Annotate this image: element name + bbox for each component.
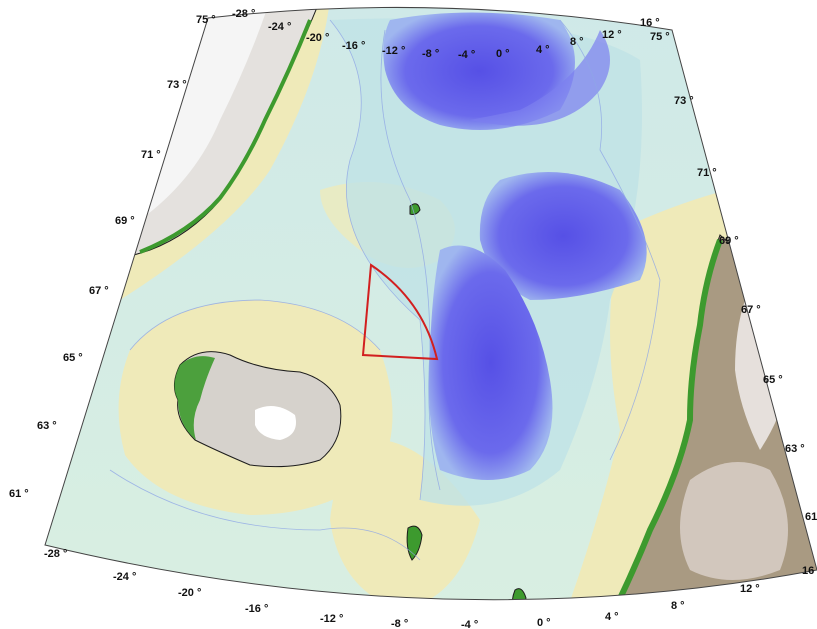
lon-label-bottom: 12 ° <box>740 583 760 595</box>
lon-label-top: 0 ° <box>496 48 510 60</box>
depth-contours <box>109 19 661 561</box>
study-area-outline <box>361 263 439 361</box>
lon-label-top: -24 ° <box>268 21 291 33</box>
lat-label-right: 69 ° <box>719 235 739 247</box>
lat-label-left: 69 ° <box>115 215 135 227</box>
lon-label-top: -8 ° <box>422 48 439 60</box>
right-latitude-labels: 75 ° 73 ° 71 ° 69 ° 67 ° 65 ° 63 ° 61 <box>650 31 817 523</box>
lon-label-bottom: 0 ° <box>537 617 551 629</box>
lon-label-top: 8 ° <box>570 36 584 48</box>
lat-label-left: 73 ° <box>167 79 187 91</box>
greenland-basin <box>383 12 575 130</box>
basin-ridge <box>470 30 610 126</box>
lat-label-left: 71 ° <box>141 149 161 161</box>
norway-coast-green <box>602 238 723 600</box>
lat-label-right: 65 ° <box>763 374 783 386</box>
lat-label-left: 61 ° <box>9 488 29 500</box>
lon-label-top: 12 ° <box>602 29 622 41</box>
lon-label-bottom: -24 ° <box>113 571 136 583</box>
lat-label-right: 67 ° <box>741 304 761 316</box>
lon-label-top: -28 ° <box>232 8 255 20</box>
lat-label-right: 71 ° <box>697 167 717 179</box>
lat-label-right: 75 ° <box>650 31 670 43</box>
lon-label-top: -16 ° <box>342 40 365 52</box>
lon-label-top: -4 ° <box>458 49 475 61</box>
left-latitude-labels: 75 ° 73 ° 71 ° 69 ° 67 ° 65 ° 63 ° 61 ° <box>9 14 216 500</box>
lat-label-left: 65 ° <box>63 352 83 364</box>
lon-label-bottom: -12 ° <box>320 613 343 625</box>
iceland-glacier <box>255 406 296 440</box>
top-longitude-labels: -28 ° -24 ° -20 ° -16 ° -12 ° -8 ° -4 ° … <box>232 8 660 61</box>
lofoten-basin <box>479 172 647 300</box>
jan-mayen-island <box>409 203 421 215</box>
lat-label-left: 67 ° <box>89 285 109 297</box>
lon-label-top: -20 ° <box>306 32 329 44</box>
shetland-islands <box>511 588 527 600</box>
lon-label-bottom: -20 ° <box>178 587 201 599</box>
lat-label-right: 63 ° <box>785 443 805 455</box>
lat-label-right: 61 <box>805 511 817 523</box>
lon-label-bottom: 4 ° <box>605 611 619 623</box>
lon-label-top: 4 ° <box>536 44 550 56</box>
lat-label-left: 63 ° <box>37 420 57 432</box>
lat-label-right: 73 ° <box>674 95 694 107</box>
lat-label-left: 75 ° <box>196 14 216 26</box>
map-frame <box>44 6 817 601</box>
lon-label-bottom: -16 ° <box>245 603 268 615</box>
bottom-longitude-labels: -28 ° -24 ° -20 ° -16 ° -12 ° -8 ° -4 ° … <box>44 548 814 629</box>
norway-mountains <box>680 462 788 580</box>
lon-label-bottom: 8 ° <box>671 600 685 612</box>
iceland-green <box>174 356 215 440</box>
lon-label-bottom: -8 ° <box>391 618 408 629</box>
lon-label-bottom: -4 ° <box>461 619 478 629</box>
lon-label-bottom: 16 <box>802 565 814 577</box>
lon-label-top: 16 ° <box>640 17 660 29</box>
lon-label-top: -12 ° <box>382 45 405 57</box>
lon-label-bottom: -28 ° <box>44 548 67 560</box>
norway-basin <box>428 245 553 480</box>
greenland-coast-green <box>139 19 312 254</box>
